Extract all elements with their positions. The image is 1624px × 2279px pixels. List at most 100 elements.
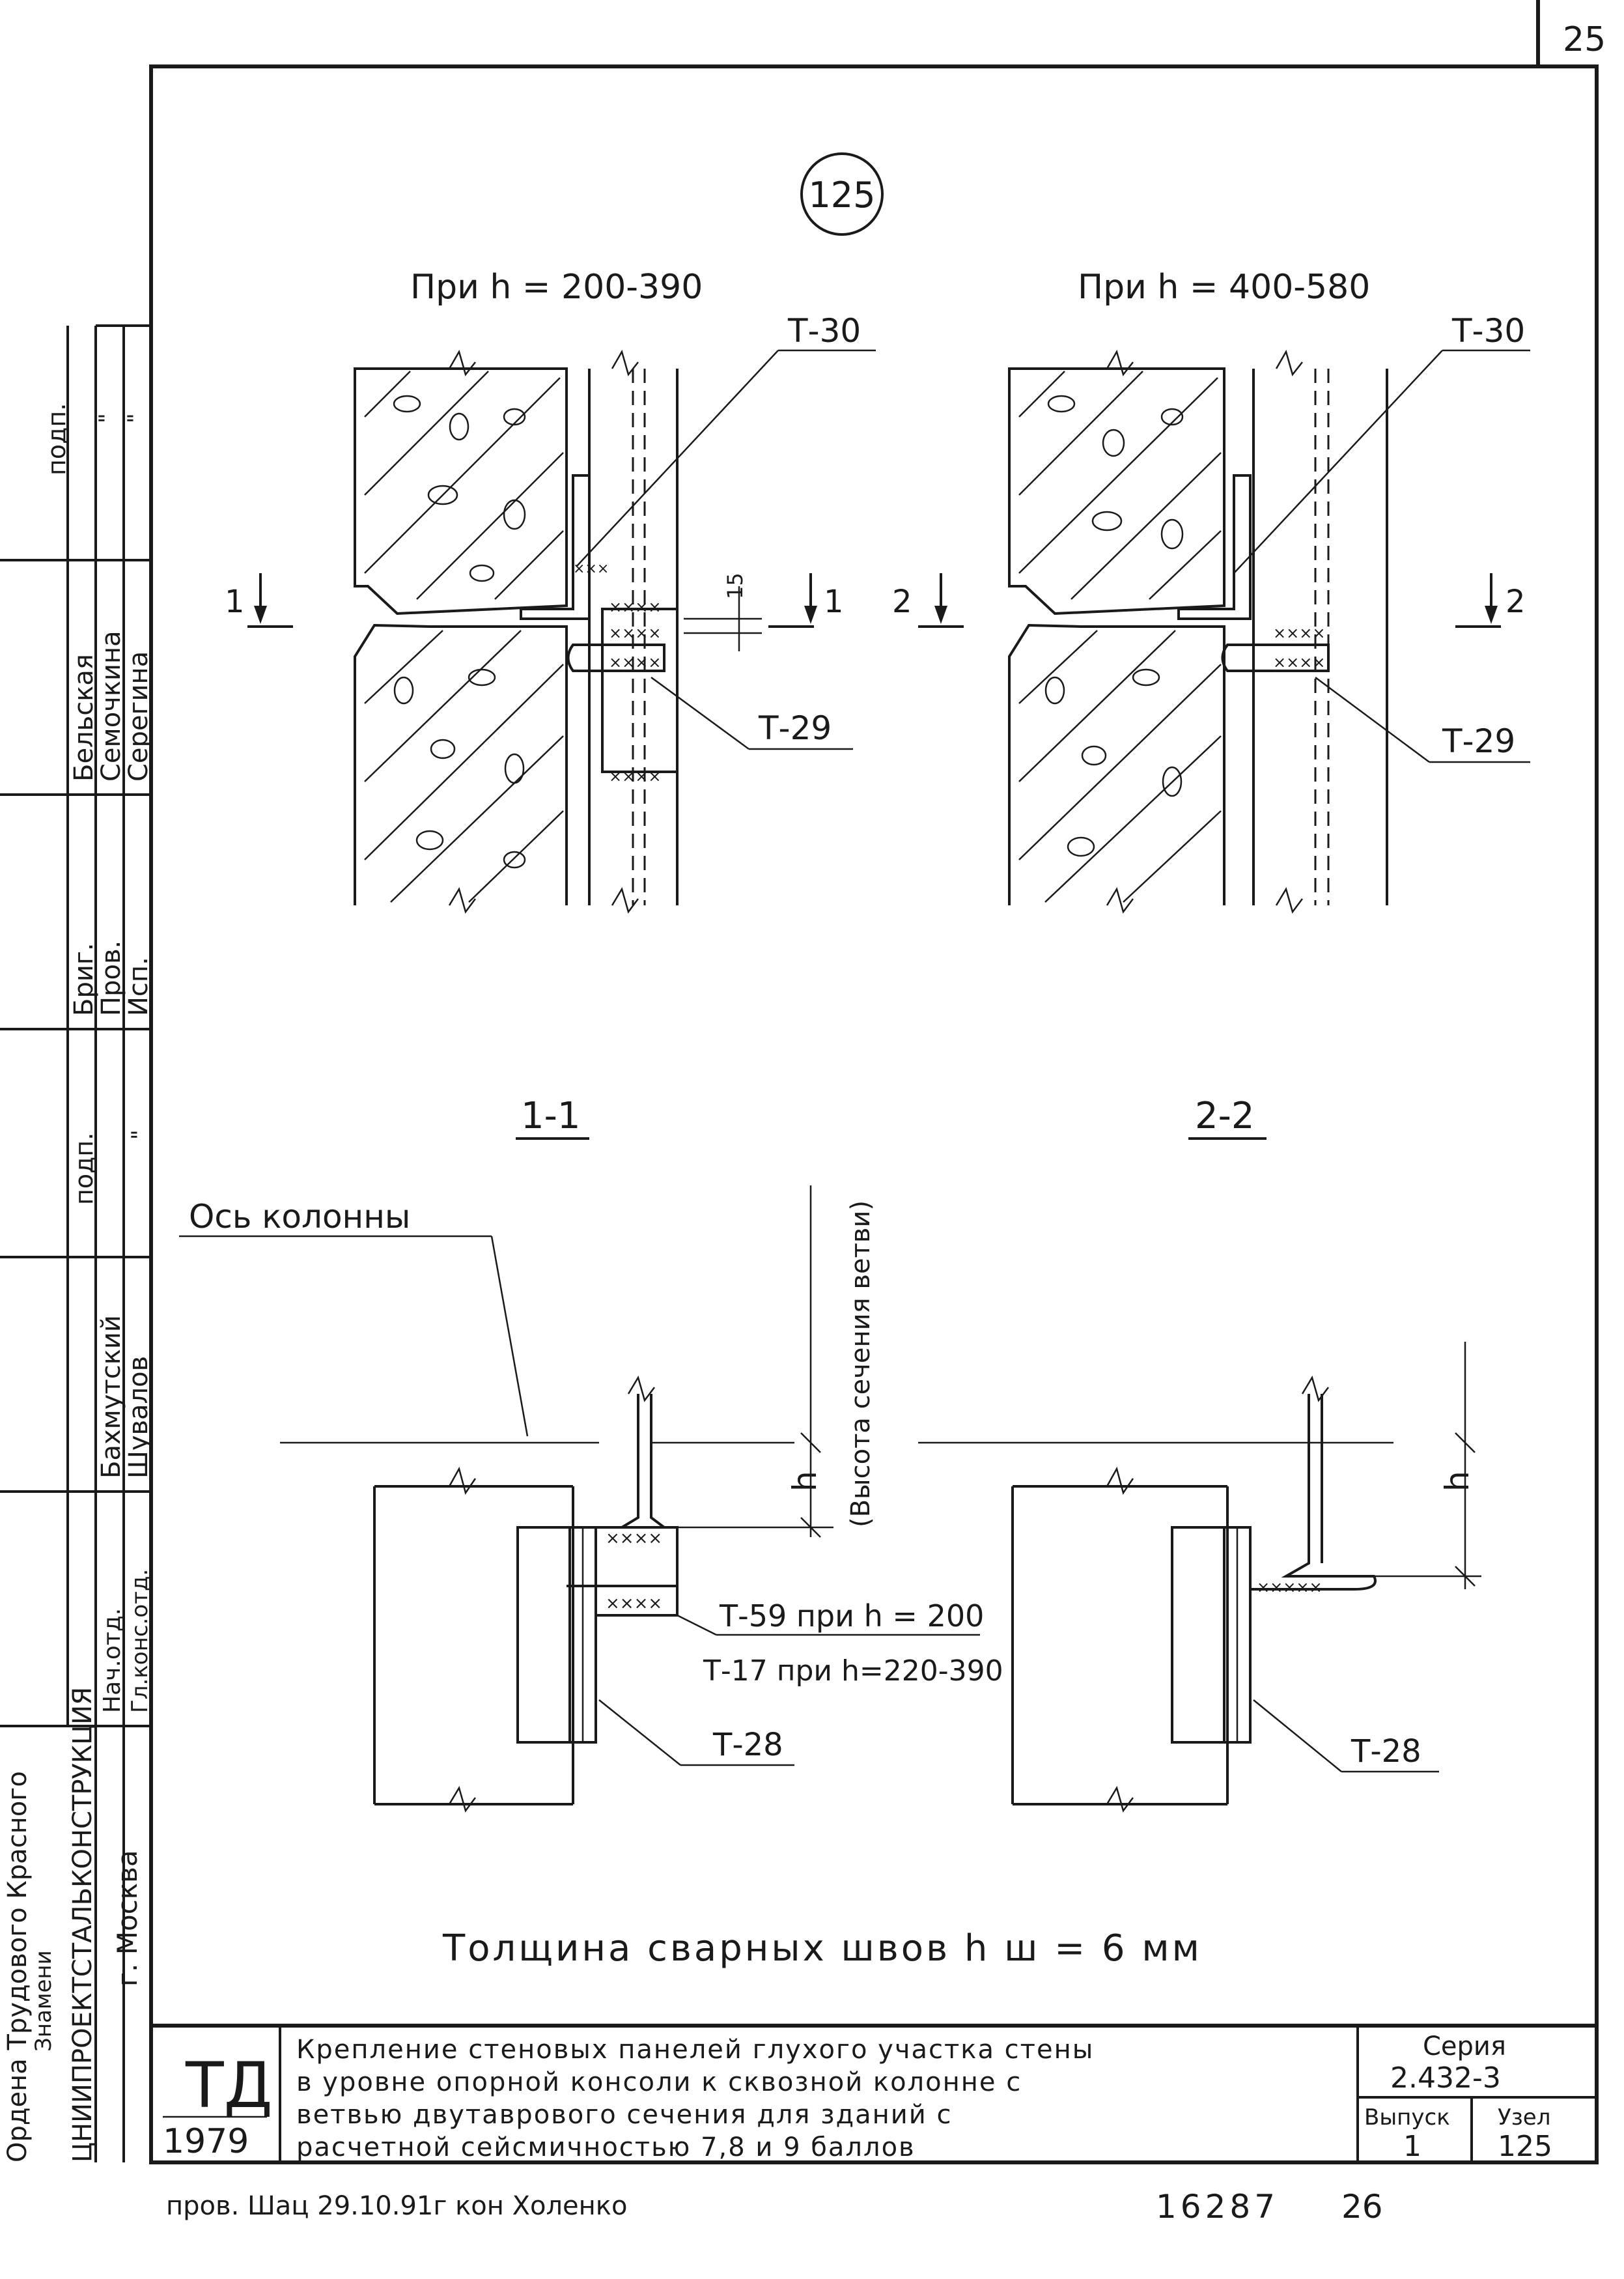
angle-t30	[1177, 474, 1252, 620]
break-mark	[627, 1375, 655, 1402]
strip-quote: "	[127, 1129, 153, 1140]
right-elevation-view: При h = 400-580	[892, 268, 1530, 914]
dimension-tick	[800, 1432, 821, 1453]
strip-name: Бельская	[69, 654, 99, 782]
break-mark	[1106, 886, 1134, 914]
note-t17: Т-17 при h=220-390	[703, 1654, 1003, 1688]
title-line-1: Крепление стеновых панелей глухого участ…	[296, 2035, 1094, 2065]
node-label: Узел	[1498, 2104, 1550, 2130]
left-elevation-view: При h = 200-390	[225, 268, 876, 914]
dimension-tick	[1455, 1432, 1476, 1453]
section-arrow-head	[804, 606, 817, 624]
node-value: 125	[1498, 2130, 1552, 2163]
label-t28-left: Т-28	[712, 1727, 783, 1763]
break-mark	[1106, 1785, 1134, 1813]
weld-marks: ×××××	[1257, 1578, 1323, 1596]
series-value: 2.432-3	[1390, 2061, 1501, 2095]
page-number: 25	[1563, 20, 1606, 59]
section-1-1: Ось колонны ×××× ×××× h (Высота сечения …	[179, 1185, 1393, 1813]
weld-marks: ××××	[606, 1594, 662, 1613]
branch-web	[617, 1394, 668, 1529]
org-line-3: ЦНИИПРОЕКТСТАЛЬКОНСТРУКЦИЯ	[68, 1687, 98, 2162]
leader-line	[1253, 1699, 1342, 1772]
dimension-15: 15	[723, 573, 748, 599]
lower-wall-panel	[1008, 623, 1225, 905]
section-arrow-head	[934, 606, 947, 624]
leader-line	[677, 1614, 717, 1636]
strip-position: Нач.отд.	[99, 1608, 126, 1713]
upper-wall-panel	[354, 367, 568, 616]
bolt-t29	[567, 644, 665, 672]
weld-marks: ××××	[609, 767, 661, 786]
strip-quote: "	[94, 413, 120, 423]
section-1-right: 1	[824, 584, 844, 620]
weld-marks: ××××	[609, 653, 661, 672]
break-mark	[448, 1785, 476, 1813]
leader-line	[651, 676, 749, 750]
break-mark	[448, 1466, 477, 1495]
leader-line	[598, 1699, 681, 1766]
label-t29-left: Т-29	[758, 709, 832, 747]
break-mark	[1106, 349, 1134, 376]
section-title-2-2: 2-2	[1195, 1095, 1254, 1137]
section-2-left: 2	[892, 584, 912, 620]
title-block: ТД 1979 Крепление стеновых панелей глухо…	[151, 2024, 1597, 2163]
check-note: пров. Шац 29.10.91г кон Холенко	[166, 2191, 627, 2221]
strip-name: Серегина	[124, 651, 154, 782]
dimension-tick	[800, 1517, 821, 1538]
org-line-1: Ордена Трудового Красного	[3, 1771, 33, 2162]
year: 1979	[163, 2122, 249, 2161]
strip-position: Гл.конс.отд.	[127, 1569, 153, 1713]
weld-marks: ××××	[609, 598, 661, 616]
break-mark	[1106, 1466, 1134, 1495]
break-mark	[611, 349, 639, 376]
upper-panel-aggregate	[1047, 395, 1184, 550]
strip-name: Шувалов	[124, 1356, 154, 1479]
strip-position: Бриг.	[69, 942, 99, 1016]
console-t59	[595, 1526, 679, 1617]
lower-panel-aggregate	[393, 668, 526, 869]
node-number: 125	[808, 175, 875, 216]
series-label: Серия	[1423, 2031, 1506, 2061]
footer-sheet: 26	[1341, 2188, 1383, 2226]
title-line-3: ветвью двутаврового сечения для зданий с	[296, 2100, 952, 2130]
break-mark	[448, 886, 476, 914]
upper-panel-hatch	[364, 371, 564, 600]
break-mark	[1275, 886, 1303, 914]
label-t30-right: Т-30	[1451, 312, 1525, 350]
bolt-t29	[1221, 644, 1330, 672]
weld-marks: ××××	[606, 1529, 662, 1548]
leader-line	[1315, 676, 1430, 763]
label-t29-right: Т-29	[1442, 722, 1515, 760]
weld-marks: ××××	[1273, 624, 1325, 642]
leader-line	[490, 1236, 529, 1437]
break-mark	[1275, 349, 1303, 376]
lower-panel-hatch	[364, 630, 564, 903]
leader-line	[1233, 350, 1443, 574]
section-2-2: ××××× h Т-28	[1011, 1342, 1481, 1813]
strip-name: Бахмутский	[96, 1315, 126, 1479]
section-2-right: 2	[1505, 584, 1526, 620]
embedded-plate	[1171, 1526, 1225, 1744]
label-t28-right: Т-28	[1351, 1733, 1421, 1770]
leader-line	[576, 350, 779, 567]
org-line-2: Знамени	[31, 1950, 57, 2052]
note-t59: Т-59 при h = 200	[719, 1598, 984, 1634]
break-mark	[611, 886, 639, 914]
lower-wall-panel	[354, 623, 568, 905]
left-stamp-strip: подп. " " Бельская Семочкина Серегина Бр…	[0, 324, 154, 2162]
lower-panel-hatch	[1018, 630, 1222, 903]
strip-position: Исп.	[124, 957, 154, 1016]
section-title-1-1: 1-1	[521, 1095, 580, 1137]
node-marker: 125	[800, 152, 884, 236]
dimension-tick	[1455, 1566, 1476, 1587]
strip-role: подп.	[42, 403, 71, 475]
angle-t30	[520, 474, 591, 620]
section-1-left: 1	[225, 584, 245, 620]
upper-wall-panel	[1008, 367, 1225, 616]
branch-web	[1250, 1394, 1377, 1591]
strip-role: подп.	[70, 1133, 98, 1205]
upper-panel-aggregate	[393, 395, 526, 582]
label-t30-left: Т-30	[787, 312, 861, 350]
break-mark	[1301, 1375, 1329, 1402]
